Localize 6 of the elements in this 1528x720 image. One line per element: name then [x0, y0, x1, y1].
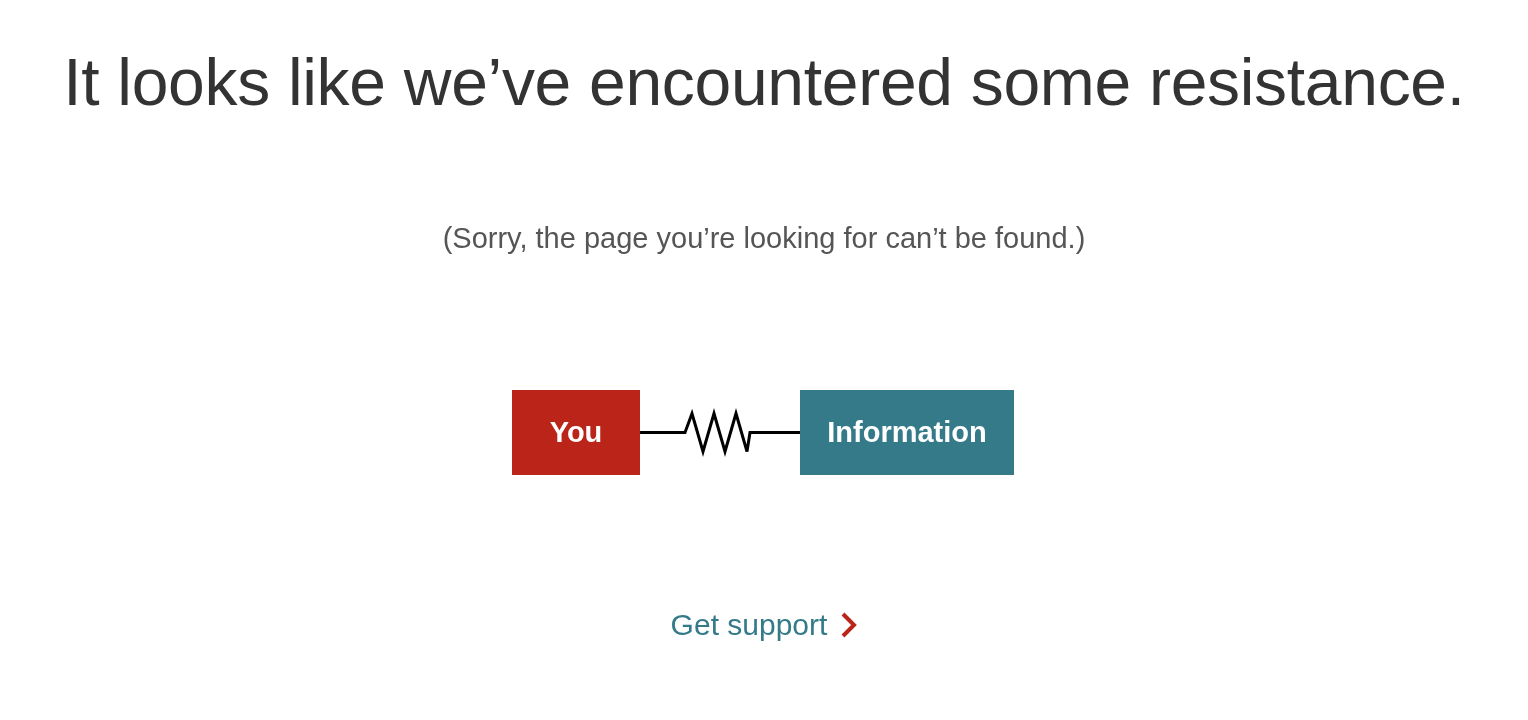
information-box: Information [800, 390, 1014, 475]
support-link: Get support [670, 608, 858, 642]
you-box: You [512, 390, 640, 475]
page-heading: It looks like we’ve encountered some resistance. [63, 45, 1465, 119]
resistor-symbol [640, 408, 800, 457]
subheading: (Sorry, the page you’re looking for can’t be found.) [442, 222, 1086, 254]
